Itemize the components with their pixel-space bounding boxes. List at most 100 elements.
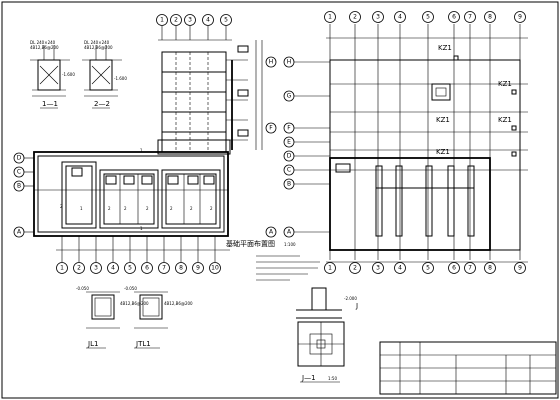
svg-text:F: F	[269, 125, 273, 132]
column-label-3: KZ1	[436, 116, 450, 124]
svg-text:4B12,B6@200: 4B12,B6@200	[120, 301, 149, 306]
svg-text:F: F	[287, 125, 291, 132]
svg-text:9: 9	[196, 265, 200, 272]
svg-text:G: G	[287, 93, 292, 100]
svg-text:2: 2	[77, 265, 81, 272]
svg-text:H: H	[269, 59, 274, 66]
svg-text:2: 2	[190, 206, 193, 211]
plan-left-axes: D C B A	[13, 152, 34, 238]
svg-text:4: 4	[111, 265, 115, 272]
svg-text:1: 1	[60, 265, 64, 272]
elev-mark-5: -2.000	[344, 296, 357, 301]
svg-text:10: 10	[211, 265, 219, 272]
svg-text:5: 5	[224, 17, 228, 24]
svg-text:3: 3	[376, 14, 380, 21]
svg-text:C: C	[287, 167, 291, 174]
elev-mark-3: -1.600	[114, 76, 127, 81]
foundation-plan: 2 1 2 2 2 2 2 2 1 1 D C B A	[13, 148, 296, 274]
svg-text:4B12,B6@200: 4B12,B6@200	[84, 45, 113, 50]
svg-text:8: 8	[488, 265, 492, 272]
svg-text:5: 5	[426, 14, 430, 21]
svg-text:2: 2	[174, 17, 178, 24]
svg-text:2: 2	[146, 206, 149, 211]
svg-text:7: 7	[162, 265, 166, 272]
right-plan: 1 2 3 4 5 6 7 8 9 KZ1 KZ1 KZ1 KZ1 KZ1	[265, 11, 528, 274]
svg-text:5: 5	[128, 265, 132, 272]
elev-mark-4: -0.050	[124, 286, 137, 291]
beam-section-jl1: 4B12,B6@200 -0.050 JL1	[76, 286, 149, 349]
right-plan-bottom-axes: 1 2 3 4 5 6 7 8 9	[324, 261, 528, 274]
svg-text:1: 1	[328, 265, 332, 272]
svg-text:1: 1	[80, 206, 83, 211]
svg-text:3: 3	[376, 265, 380, 272]
footing-section: -2.000 J J—1 1:50	[296, 287, 358, 383]
elevation-axis-row: 1 2 3 4 5	[156, 14, 232, 40]
section-label-1: 1—1	[42, 100, 58, 108]
section-detail-2: DL 240×240 4B12,B6@200 -1.600 2—2	[82, 40, 127, 109]
right-plan-top-axes: 1 2 3 4 5 6 7 8 9	[324, 11, 526, 260]
svg-text:A: A	[269, 229, 274, 236]
plan-bottom-axes: 1 2 3 4 5 6 7 8 9 10	[56, 236, 230, 274]
svg-text:7: 7	[468, 14, 472, 21]
svg-text:4B12,B6@200: 4B12,B6@200	[164, 301, 193, 306]
svg-text:6: 6	[145, 265, 149, 272]
column-label-4: KZ1	[498, 116, 512, 124]
svg-text:2: 2	[108, 206, 111, 211]
svg-text:D: D	[287, 153, 292, 160]
svg-text:C: C	[17, 169, 21, 176]
foundation-plan-title: 基础平面布置图	[226, 239, 275, 248]
beam-label-jtl1: JTL1	[135, 340, 151, 348]
svg-text:A: A	[17, 229, 22, 236]
general-notes	[256, 255, 320, 281]
svg-text:9: 9	[518, 14, 522, 21]
svg-text:6: 6	[452, 14, 456, 21]
svg-text:DL 240×240: DL 240×240	[84, 40, 110, 45]
svg-text:B: B	[17, 183, 21, 190]
svg-text:7: 7	[468, 265, 472, 272]
elevation-drawing: 1 2 3 4 5	[156, 14, 263, 155]
section-label-2: 2—2	[94, 100, 110, 108]
elev-mark-2: -0.050	[76, 286, 89, 291]
svg-text:4: 4	[398, 14, 402, 21]
svg-text:H: H	[287, 59, 292, 66]
svg-text:1: 1	[160, 17, 164, 24]
svg-text:4B12,B6@200: 4B12,B6@200	[30, 45, 59, 50]
svg-text:2: 2	[353, 14, 357, 21]
footing-section-label: J—1	[301, 374, 316, 382]
svg-text:4: 4	[206, 17, 210, 24]
footing-mark: J	[355, 302, 358, 310]
svg-text:E: E	[287, 139, 291, 146]
svg-text:2: 2	[170, 206, 173, 211]
svg-text:1: 1	[140, 226, 143, 231]
column-label-2: KZ1	[498, 80, 512, 88]
svg-text:D: D	[17, 155, 22, 162]
svg-text:1: 1	[140, 148, 143, 153]
section-detail-1: DL 240×240 4B12,B6@200 -1.600 1—1	[30, 40, 75, 109]
svg-text:2: 2	[353, 265, 357, 272]
svg-text:2: 2	[210, 206, 213, 211]
svg-text:8: 8	[488, 14, 492, 21]
right-plan-side-axes: H G F E D C B A H F A	[265, 56, 330, 238]
svg-text:2: 2	[124, 206, 127, 211]
svg-text:3: 3	[94, 265, 98, 272]
svg-text:B: B	[287, 181, 291, 188]
svg-text:A: A	[287, 229, 292, 236]
svg-text:DL 240×240: DL 240×240	[30, 40, 56, 45]
svg-text:6: 6	[452, 265, 456, 272]
column-label-5: KZ1	[436, 148, 450, 156]
column-label-1: KZ1	[438, 44, 452, 52]
svg-text:5: 5	[426, 265, 430, 272]
elev-mark-1: -1.600	[62, 72, 75, 77]
svg-text:8: 8	[179, 265, 183, 272]
svg-text:2: 2	[60, 204, 63, 209]
foundation-plan-scale: 1:100	[284, 242, 296, 247]
title-block	[379, 341, 557, 395]
svg-text:4: 4	[398, 265, 402, 272]
beam-section-jtl1: 4B12,B6@200 -0.050 JTL1	[124, 286, 193, 349]
beam-label-jl1: JL1	[87, 340, 98, 348]
svg-text:9: 9	[518, 265, 522, 272]
footing-section-scale: 1:50	[328, 376, 337, 381]
svg-text:3: 3	[188, 17, 192, 24]
